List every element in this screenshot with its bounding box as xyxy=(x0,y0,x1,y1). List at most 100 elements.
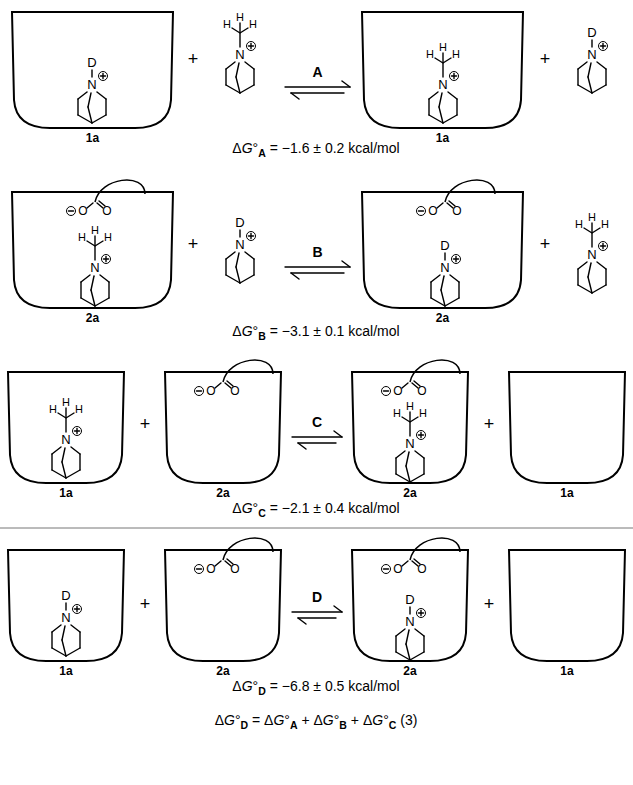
bond-line xyxy=(236,63,239,77)
compound-label: 2a xyxy=(350,486,470,500)
bond-line xyxy=(239,230,240,237)
compound-label: 2a xyxy=(10,311,175,325)
bond-line xyxy=(66,413,74,418)
atom-label: H xyxy=(236,11,244,23)
bond-line xyxy=(402,561,408,566)
equilibrium-arrow xyxy=(298,443,306,449)
atom-label: N xyxy=(405,437,414,451)
equation: ΔG°D = ΔG°A + ΔG°B + ΔG°C (3) xyxy=(215,713,418,731)
free-energy-value: ΔG°B = −3.1 ± 0.1 kcal/mol xyxy=(232,324,399,342)
atom-label: H xyxy=(601,218,609,230)
compound-label: 2a xyxy=(163,664,283,678)
atom-label: N xyxy=(87,78,96,92)
atom-label: N xyxy=(587,48,596,62)
atom-label: O xyxy=(230,563,239,576)
bond-line xyxy=(409,412,410,422)
cup-shape xyxy=(8,372,124,483)
bond-line xyxy=(584,228,592,233)
equilibrium-arrow xyxy=(298,618,306,624)
bond-line xyxy=(402,383,408,388)
atom-label: H xyxy=(575,218,583,230)
charge-sign xyxy=(76,429,77,434)
bond-line xyxy=(578,62,587,69)
equilibrium-arrow xyxy=(291,273,299,279)
cup-shape xyxy=(12,12,173,128)
bond-line xyxy=(429,92,438,99)
plus-sign: + xyxy=(540,235,551,255)
equilibrium-arrow xyxy=(285,86,350,87)
bond-line xyxy=(58,413,66,418)
charge-symbol xyxy=(382,565,391,574)
atom-label: H xyxy=(249,18,257,30)
host-cavitand: 1a xyxy=(360,10,525,130)
bond-line xyxy=(406,466,410,482)
cup-shape xyxy=(362,12,523,128)
bond-line xyxy=(87,203,93,208)
bond-line xyxy=(79,632,80,648)
bond-line xyxy=(597,262,606,269)
bond-line xyxy=(591,234,592,247)
bond-line xyxy=(409,423,410,436)
charge-sign xyxy=(602,244,603,249)
bond-line xyxy=(395,636,396,652)
bond-line xyxy=(578,262,587,269)
atom-label: H xyxy=(104,231,112,243)
cup-shape xyxy=(352,550,468,661)
bond-line xyxy=(51,454,52,470)
reaction-letter: D xyxy=(312,590,322,605)
atom-label: D xyxy=(61,589,70,603)
equilibrium-arrow xyxy=(334,431,342,437)
atom-label: H xyxy=(452,48,460,60)
host-cavitand: 1a xyxy=(6,548,126,663)
bond-line xyxy=(396,451,405,458)
bond-line xyxy=(597,62,606,69)
bond-line xyxy=(577,269,578,285)
bond-line xyxy=(232,28,240,33)
bond-line xyxy=(226,62,235,69)
bond-line xyxy=(239,34,240,47)
charge-sign xyxy=(455,257,456,262)
bond-line xyxy=(88,107,92,123)
cup-outline xyxy=(163,548,283,663)
bond-line xyxy=(78,92,87,99)
bond-line xyxy=(51,632,52,648)
bond-line xyxy=(236,267,240,283)
equilibrium-arrow xyxy=(298,442,336,443)
bond-line xyxy=(226,252,235,259)
bond-line xyxy=(236,253,239,267)
bond-line xyxy=(410,652,424,660)
plus-sign: + xyxy=(188,50,199,70)
charge-symbol xyxy=(102,255,111,264)
bond-line xyxy=(79,454,80,470)
cup-outline xyxy=(350,370,470,485)
atom-label: N xyxy=(235,238,244,252)
free-energy-value: ΔG°D = −6.8 ± 0.5 kcal/mol xyxy=(232,679,399,697)
bond-line xyxy=(442,53,443,63)
bond-line xyxy=(430,282,431,298)
equilibrium-arrow xyxy=(292,436,342,437)
atom-label: H xyxy=(588,211,596,223)
bond-line xyxy=(88,93,91,107)
atom-label: H xyxy=(406,400,414,412)
equilibrium-arrow xyxy=(342,261,350,267)
bond-line xyxy=(592,228,600,233)
bond-line xyxy=(81,275,90,282)
bond-line xyxy=(605,269,606,285)
bond-line xyxy=(65,603,66,610)
equilibrium-arrow xyxy=(291,92,344,93)
equilibrium-arrow xyxy=(298,617,336,618)
plus-sign: + xyxy=(484,595,495,615)
bond-line xyxy=(62,462,66,478)
charge-sign xyxy=(453,74,454,79)
host-cavitand: 1a xyxy=(507,370,627,485)
atom-label: H xyxy=(426,48,434,60)
atom-label: O xyxy=(78,205,87,218)
bond-line xyxy=(577,69,578,85)
atom-label: O xyxy=(417,385,426,398)
bond-line xyxy=(406,644,410,660)
atom-label: N xyxy=(61,611,70,625)
bond-line xyxy=(236,77,240,93)
atom-label: N xyxy=(235,48,244,62)
charge-symbol xyxy=(73,605,82,614)
